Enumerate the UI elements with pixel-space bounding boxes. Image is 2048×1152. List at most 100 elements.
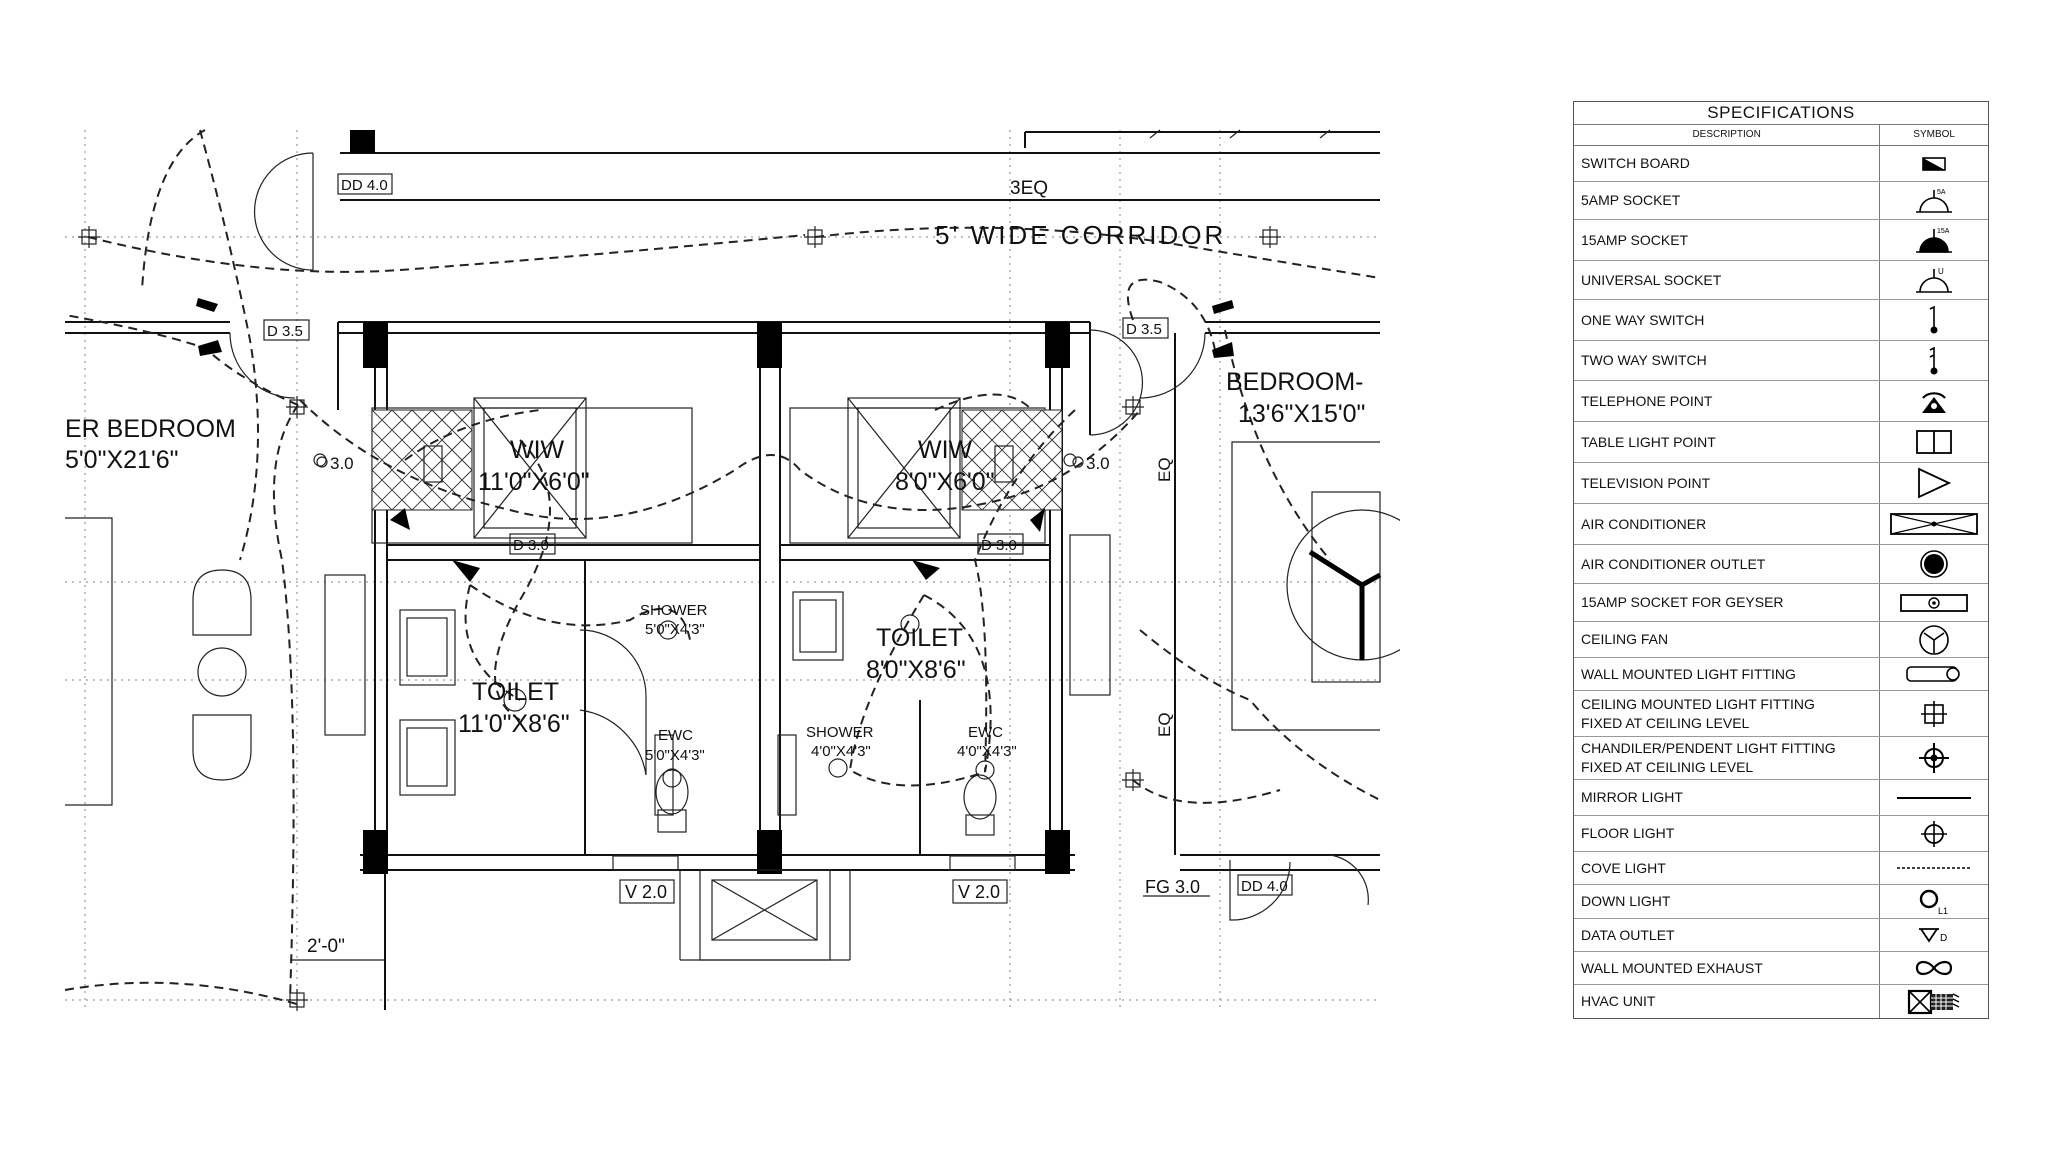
corridor-label: 5' WIDE CORRIDOR — [935, 220, 1226, 250]
air-conditioner-icon — [1880, 504, 1988, 544]
spec-row: DOWN LIGHT L1 — [1574, 885, 1988, 919]
spec-description: TELEPHONE POINT — [1574, 381, 1880, 421]
socket-15a-tag: 15A — [1937, 228, 1950, 235]
exhaust-icon — [1880, 952, 1988, 984]
spec-row: CEILING MOUNTED LIGHT FITTING FIXED AT C… — [1574, 691, 1988, 737]
cove-light-icon — [1880, 852, 1988, 884]
spec-row: UNIVERSAL SOCKET U — [1574, 261, 1988, 300]
ewc-right-size: 4'0"X4'3" — [957, 743, 1017, 760]
one-way-switch-icon — [1880, 300, 1988, 340]
geyser-socket-icon — [1880, 584, 1988, 621]
spec-description: COVE LIGHT — [1574, 852, 1880, 884]
shower-right-label: SHOWER — [806, 724, 874, 741]
socket-15a-icon: 15A — [1880, 220, 1988, 260]
spec-description: 5AMP SOCKET — [1574, 182, 1880, 219]
spec-row: AIR CONDITIONER — [1574, 504, 1988, 545]
shower-right-size: 4'0"X4'3" — [811, 743, 871, 760]
spec-description: UNIVERSAL SOCKET — [1574, 261, 1880, 299]
socket-universal-icon: U — [1880, 261, 1988, 299]
col-description-header: DESCRIPTION — [1574, 125, 1881, 145]
spec-description: MIRROR LIGHT — [1574, 780, 1880, 815]
ewc-left-label: EWC — [658, 727, 693, 744]
switch-board-icon — [1880, 146, 1988, 181]
spec-description: DATA OUTLET — [1574, 919, 1880, 951]
wiw-closets — [371, 397, 1063, 544]
tag-d30-right: D 3.0 — [981, 537, 1017, 554]
bedroom-furniture — [65, 441, 1400, 806]
spec-description: TABLE LIGHT POINT — [1574, 422, 1880, 462]
spec-row: COVE LIGHT — [1574, 852, 1988, 885]
toilet-left-label: TOILET — [472, 678, 559, 706]
wiw-left-size: 11'0"X6'0" — [478, 468, 590, 496]
spec-description: DOWN LIGHT — [1574, 885, 1880, 918]
corridor-eq-label: 3EQ — [1010, 178, 1048, 199]
floor-light-icon — [1880, 816, 1988, 851]
spec-row: MIRROR LIGHT — [1574, 780, 1988, 816]
ceiling-light-icon — [1880, 691, 1988, 736]
ewc-left-size: 5'0"X4'3" — [645, 747, 705, 764]
spec-row: 5AMP SOCKET 5A — [1574, 182, 1988, 220]
spec-description: TWO WAY SWITCH — [1574, 341, 1880, 380]
structural-columns — [363, 322, 1070, 874]
toilet-left-size: 11'0"X8'6" — [458, 710, 570, 738]
left-bedroom-size: 5'0"X21'6" — [65, 446, 179, 474]
tag-v20-right: V 2.0 — [958, 882, 1000, 902]
specifications-title: SPECIFICATIONS — [1574, 102, 1988, 125]
specifications-header-row: DESCRIPTION SYMBOL — [1574, 125, 1988, 146]
spec-row: DATA OUTLET D — [1574, 919, 1988, 952]
spec-description: WALL MOUNTED LIGHT FITTING — [1574, 658, 1880, 690]
data-outlet-tag: D — [1940, 933, 1947, 944]
toilet-right-size: 8'0"X8'6" — [866, 656, 966, 684]
telephone-point-icon — [1880, 381, 1988, 421]
spec-row: SWITCH BOARD — [1574, 146, 1988, 182]
tag-dd40-bottom: DD 4.0 — [1241, 878, 1288, 895]
spec-description: TELEVISION POINT — [1574, 463, 1880, 503]
spec-description: CEILING FAN — [1574, 622, 1880, 657]
tag-eq-top: EQ — [1155, 457, 1174, 482]
data-outlet-icon: D — [1880, 919, 1988, 951]
wiw-right-label: WIW — [918, 436, 973, 464]
spec-description: SWITCH BOARD — [1574, 146, 1880, 181]
socket-universal-tag: U — [1938, 267, 1944, 276]
spec-row: HVAC UNIT — [1574, 985, 1988, 1018]
spec-row: ONE WAY SWITCH — [1574, 300, 1988, 341]
door-swings — [229, 152, 1369, 921]
spec-row: CHANDILER/PENDENT LIGHT FITTING FIXED AT… — [1574, 737, 1988, 780]
spec-row: FLOOR LIGHT — [1574, 816, 1988, 852]
spec-description: WALL MOUNTED EXHAUST — [1574, 952, 1880, 984]
wiw-right-size: 8'0"X6'0" — [895, 468, 995, 496]
television-point-icon — [1880, 463, 1988, 503]
suite-walls — [65, 321, 1380, 1010]
spec-description: CHANDILER/PENDENT LIGHT FITTING FIXED AT… — [1574, 737, 1880, 779]
wiring-dashed — [64, 129, 1381, 1006]
tag-mark-left: 3.0 — [330, 454, 354, 473]
tag-d30-left: D 3.0 — [513, 537, 549, 554]
down-light-tag: L1 — [1938, 906, 1948, 916]
socket-5a-tag: 5A — [1937, 189, 1946, 196]
tag-dd40-top: DD 4.0 — [341, 177, 388, 194]
left-bedroom-label: ER BEDROOM — [65, 415, 236, 443]
door-window-tags: DD 4.0 D 3.5 D 3.5 D 3.0 D 3.0 3.0 3.0 V… — [263, 173, 1293, 961]
spec-description: HVAC UNIT — [1574, 985, 1880, 1018]
floor-plan: 5' WIDE CORRIDOR 3EQ ER BEDROOM 5'0"X21'… — [64, 129, 1400, 1011]
shower-left-size: 5'0"X4'3" — [645, 621, 705, 638]
tag-dim-2ft: 2'-0" — [307, 936, 345, 957]
spec-description: ONE WAY SWITCH — [1574, 300, 1880, 340]
socket-5a-icon: 5A — [1880, 182, 1988, 219]
spec-row: AIR CONDITIONER OUTLET — [1574, 545, 1988, 584]
spec-description: FLOOR LIGHT — [1574, 816, 1880, 851]
ceiling-fan-icon — [1880, 622, 1988, 657]
toilet-right-label: TOILET — [876, 624, 963, 652]
two-way-switch-icon — [1880, 341, 1988, 380]
shower-left-label: SHOWER — [640, 602, 708, 619]
spec-row: TABLE LIGHT POINT — [1574, 422, 1988, 463]
spec-description: AIR CONDITIONER OUTLET — [1574, 545, 1880, 583]
spec-description: CEILING MOUNTED LIGHT FITTING FIXED AT C… — [1574, 691, 1880, 736]
spec-description: 15AMP SOCKET FOR GEYSER — [1574, 584, 1880, 621]
chandelier-icon — [1880, 737, 1988, 779]
spec-row: CEILING FAN — [1574, 622, 1988, 658]
spec-row: WALL MOUNTED LIGHT FITTING — [1574, 658, 1988, 691]
plan-labels: 5' WIDE CORRIDOR 3EQ ER BEDROOM 5'0"X21'… — [65, 178, 1365, 764]
wall-light-icon — [1880, 658, 1988, 690]
spec-row: TWO WAY SWITCH — [1574, 341, 1988, 381]
